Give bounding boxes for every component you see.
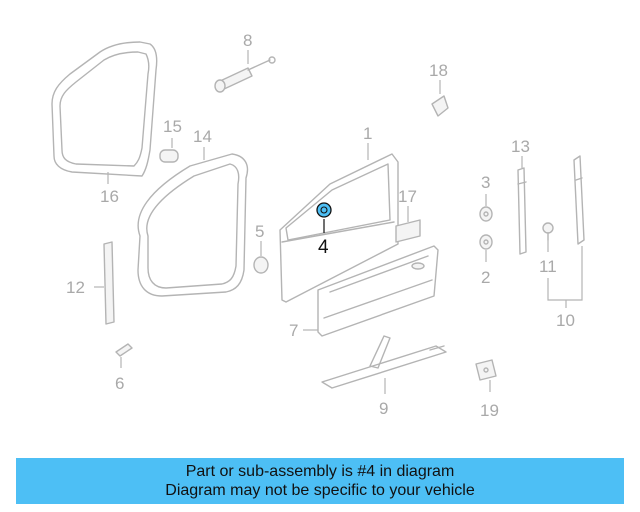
- part-2-washer: [479, 234, 493, 250]
- callout-16: 16: [100, 187, 119, 206]
- part-10-weatherstrip: [573, 155, 585, 245]
- callout-8: 8: [243, 31, 252, 50]
- callout-15: 15: [163, 117, 182, 136]
- callout-3: 3: [481, 173, 490, 192]
- callout-18: 18: [429, 61, 448, 80]
- callout-6: 6: [115, 374, 124, 393]
- callout-9: 9: [379, 399, 388, 418]
- part-18-bracket: [431, 95, 449, 117]
- callout-12: 12: [66, 278, 85, 297]
- part-13-trim-strip: [517, 167, 527, 255]
- callout-7: 7: [289, 321, 298, 340]
- part-15-clip: [159, 149, 179, 163]
- part-14-door-seal: [137, 153, 249, 297]
- callout-1: 1: [363, 124, 372, 143]
- part-6-clip: [115, 343, 133, 357]
- callout-13: 13: [511, 137, 530, 156]
- callout-5: 5: [255, 222, 264, 241]
- callout-11: 11: [539, 257, 557, 276]
- part-1-door-shell: [279, 153, 399, 303]
- part-19-latch: [475, 359, 497, 381]
- callout-14: 14: [193, 127, 212, 146]
- part-info-banner: Part or sub-assembly is #4 in diagram Di…: [16, 458, 624, 504]
- banner-part-line: Part or sub-assembly is #4 in diagram: [185, 463, 455, 480]
- part-8-rod: [214, 56, 276, 93]
- part-3-washer: [479, 206, 493, 222]
- callout-10: 10: [556, 311, 575, 330]
- part-4-nut: [316, 202, 332, 218]
- banner-disclaimer-line: Diagram may not be specific to your vehi…: [165, 482, 475, 499]
- callout-17: 17: [398, 187, 417, 206]
- callout-4: 4: [318, 237, 329, 258]
- part-17-pad: [395, 219, 421, 243]
- callout-2: 2: [481, 268, 490, 287]
- part-9-sill: [321, 335, 447, 389]
- callout-19: 19: [480, 401, 499, 420]
- part-7-door-skin: [317, 245, 439, 337]
- leader-10: [547, 246, 583, 301]
- part-5-grommet: [253, 256, 269, 274]
- part-12-pillar-trim: [103, 241, 115, 325]
- parts-diagram: 16 15 14 8 5 12 6 1: [51, 31, 585, 420]
- part-11-bolt: [542, 222, 554, 241]
- part-16-frame-seal: [51, 41, 158, 177]
